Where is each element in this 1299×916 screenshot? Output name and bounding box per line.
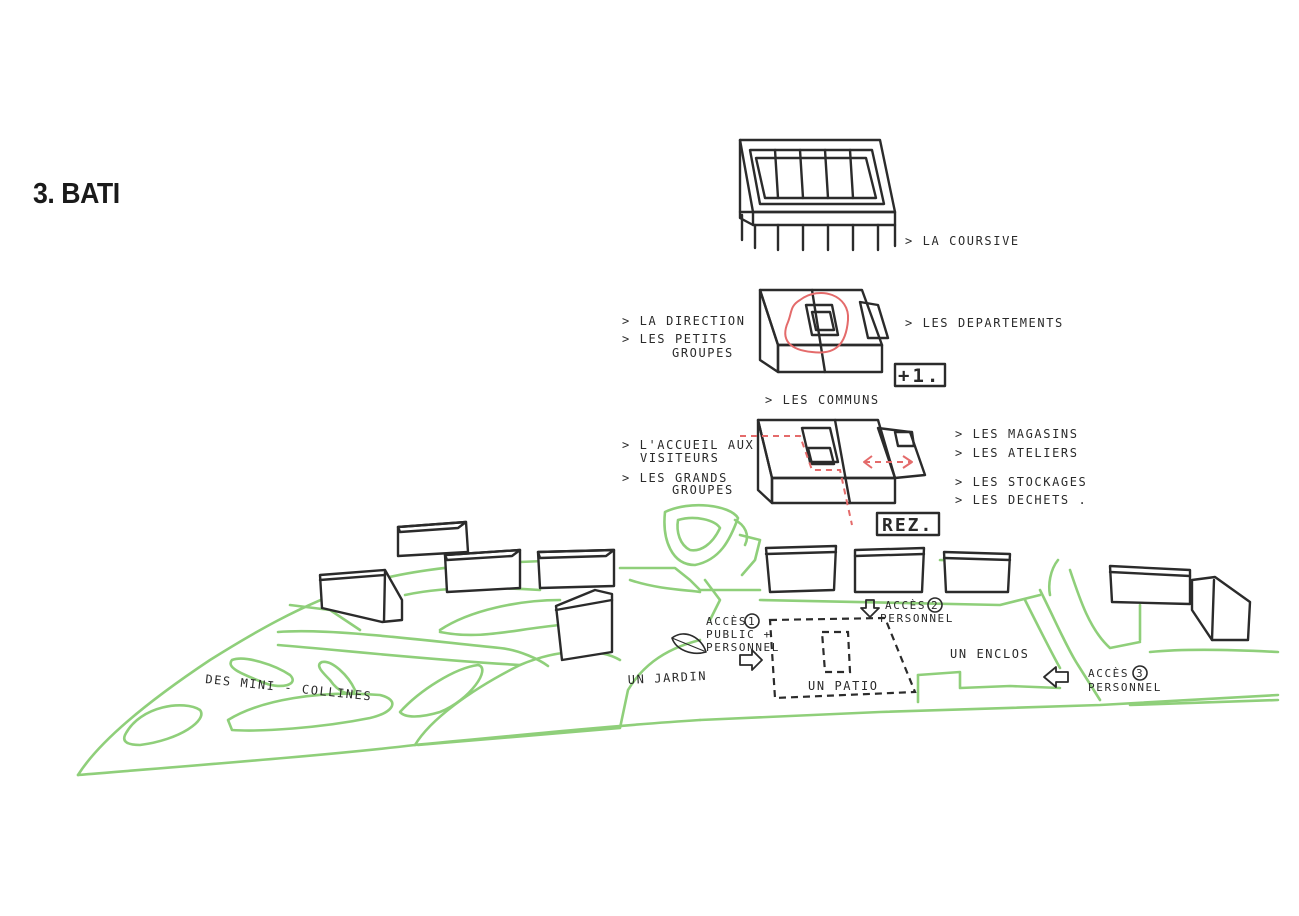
access-2-line-1: ACCÈS xyxy=(885,599,926,612)
first-floor-left-label-1: > LA DIRECTION xyxy=(622,314,746,328)
ground-floor-right-label-2: > LES ATELIERS xyxy=(955,446,1079,460)
ground-floor-level-tag: REZ. xyxy=(882,515,933,536)
access-2-arrow-icon xyxy=(860,599,880,618)
access-1: ACCÈS 1 PUBLIC + PERSONNEL xyxy=(706,613,780,654)
ground-floor-left-label-4: GROUPES xyxy=(672,483,734,497)
ground-floor-left-label-3: > LES GRANDS xyxy=(622,471,728,485)
ground-floor-left-label-1: > L'ACCUEIL AUX xyxy=(622,438,754,452)
surrounding-buildings xyxy=(318,520,1252,662)
access-1-arrow-icon xyxy=(739,649,763,671)
access-2: ACCÈS 2 PERSONNEL xyxy=(880,597,954,625)
access-1-number: 1 xyxy=(748,615,755,628)
access-1-line-1: ACCÈS xyxy=(706,615,747,628)
access-3-line-2: PERSONNEL xyxy=(1088,681,1162,694)
ground-floor-right-label-1: > LES MAGASINS xyxy=(955,427,1079,441)
label-enclos: UN ENCLOS xyxy=(950,647,1029,661)
ground-floor-right-label-4: > LES DECHETS . xyxy=(955,493,1087,507)
ground-floor-left-label-2: VISITEURS xyxy=(640,451,719,465)
first-floor-left-label-2: > LES PETITS xyxy=(622,332,728,346)
label-jardin: UN JARDIN xyxy=(627,669,707,687)
access-1-line-3: PERSONNEL xyxy=(706,641,780,654)
label-coursive: > LA COURSIVE xyxy=(905,234,1020,248)
label-patio: UN PATIO xyxy=(808,679,879,693)
first-floor-block xyxy=(758,288,890,374)
first-floor-below-label: > LES COMMUNS xyxy=(765,393,880,407)
access-1-line-2: PUBLIC + xyxy=(706,628,772,641)
access-3: ACCÈS 3 PERSONNEL xyxy=(1088,665,1162,694)
roof-coursive-frame xyxy=(738,138,897,252)
access-3-line-1: ACCÈS xyxy=(1088,667,1129,680)
patio-courtyard xyxy=(768,616,917,700)
ground-floor-block xyxy=(740,418,927,526)
access-3-number: 3 xyxy=(1136,667,1143,680)
access-3-arrow-icon xyxy=(1043,666,1069,688)
ground-floor-right-label-3: > LES STOCKAGES xyxy=(955,475,1087,489)
access-2-number: 2 xyxy=(931,599,938,612)
leaf-icon xyxy=(671,633,707,654)
first-floor-right-label: > LES DEPARTEMENTS xyxy=(905,316,1064,330)
page-title: 3. BATI xyxy=(33,178,120,210)
access-2-line-2: PERSONNEL xyxy=(880,612,954,625)
first-floor-left-label-3: GROUPES xyxy=(672,346,734,360)
first-floor-level-tag: +1. xyxy=(898,365,941,387)
